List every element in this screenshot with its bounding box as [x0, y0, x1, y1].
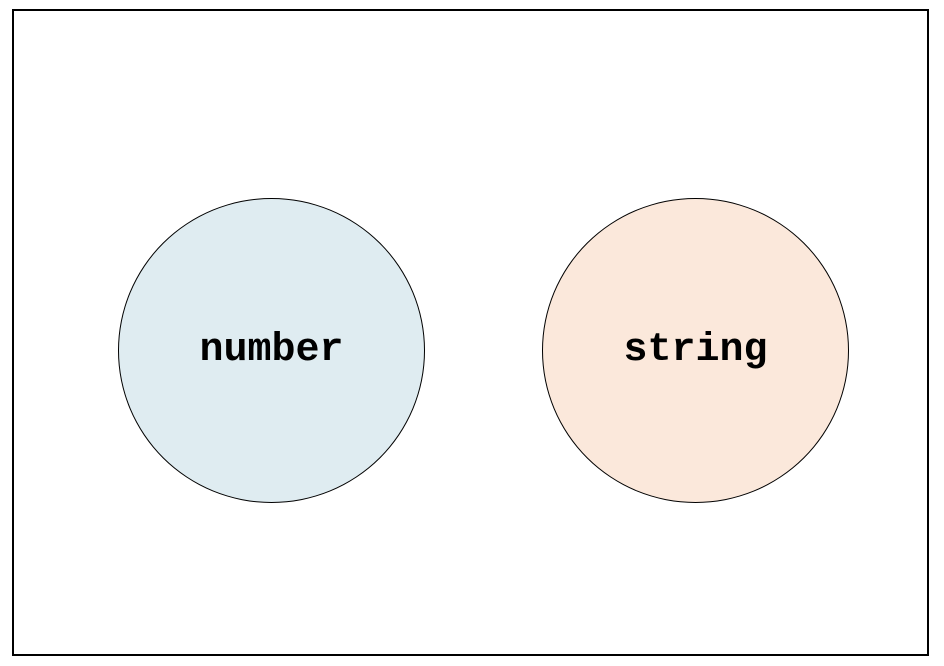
- diagram-frame: number string: [12, 9, 929, 656]
- number-label: number: [199, 327, 344, 373]
- string-circle: string: [542, 198, 849, 503]
- number-circle: number: [118, 198, 425, 503]
- string-label: string: [623, 327, 768, 373]
